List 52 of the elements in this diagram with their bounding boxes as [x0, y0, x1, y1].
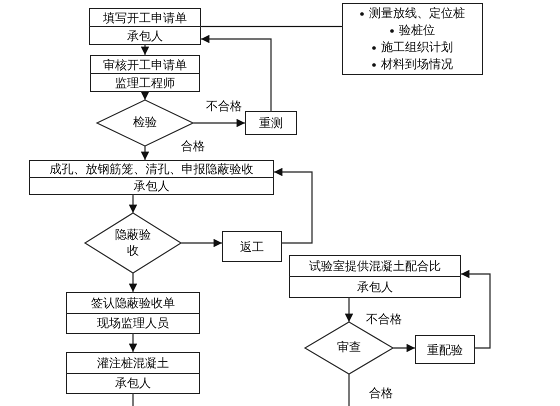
arrow: [201, 34, 272, 111]
connector-line: [132, 394, 134, 406]
responsible-party: 承包人: [356, 279, 394, 296]
arrow: [128, 273, 138, 292]
decision-label: 隐蔽验收: [114, 227, 152, 259]
process-box: [29, 160, 274, 195]
process-box: [222, 231, 282, 262]
arrow: [461, 270, 491, 349]
step-title: 成孔、放钢筋笼、清孔、申报隐蔽验收: [30, 161, 273, 178]
step-title: 签认隐蔽验收单: [67, 293, 199, 314]
responsible-party: 监理工程师: [114, 74, 176, 91]
step-label: 返工: [239, 238, 265, 256]
step-label: 重配验: [426, 342, 464, 358]
arrow: [140, 92, 150, 100]
process-box: [245, 111, 297, 135]
arrow: [128, 334, 138, 352]
checklist-item: 施工组织计划: [381, 39, 453, 56]
arrow: [181, 238, 222, 248]
checklist-item: 验桩位: [399, 22, 435, 39]
process-box: [289, 255, 461, 298]
edge-label: 不合格: [205, 98, 243, 115]
connector-line: [201, 26, 342, 28]
responsible-party: 承包人: [126, 28, 164, 44]
step-title: 灌注桩混凝土: [67, 353, 199, 374]
arrow: [274, 168, 313, 244]
responsible-party: 承包人: [114, 375, 152, 392]
checklist-box: [342, 3, 483, 75]
arrow: [128, 195, 138, 213]
responsible-party: 承包人: [132, 178, 170, 194]
decision-label: 审查: [337, 340, 361, 356]
step-title: 填写开工申请单: [90, 9, 200, 27]
process-box: [90, 55, 200, 92]
step-label: 重测: [258, 115, 284, 132]
arrow: [140, 146, 150, 160]
edge-label: 合格: [180, 138, 206, 155]
process-box: [415, 335, 475, 364]
connector-line: [348, 374, 350, 406]
process-box: [89, 8, 201, 45]
arrow: [344, 298, 354, 322]
checklist-item: 测量放线、定位桩: [369, 5, 465, 22]
arrow: [193, 118, 245, 128]
arrow: [140, 45, 150, 55]
step-title: 审核开工申请单: [91, 56, 199, 74]
decision-label: 检验: [133, 115, 157, 131]
checklist-item: 材料到场情况: [381, 56, 453, 73]
responsible-party: 现场监理人员: [96, 315, 170, 332]
step-title: 试验室提供混凝土配合比: [290, 256, 460, 277]
edge-label: 合格: [368, 385, 394, 402]
arrow: [393, 344, 415, 352]
process-box: [66, 352, 200, 394]
edge-label: 不合格: [365, 311, 403, 328]
process-box: [66, 292, 200, 334]
